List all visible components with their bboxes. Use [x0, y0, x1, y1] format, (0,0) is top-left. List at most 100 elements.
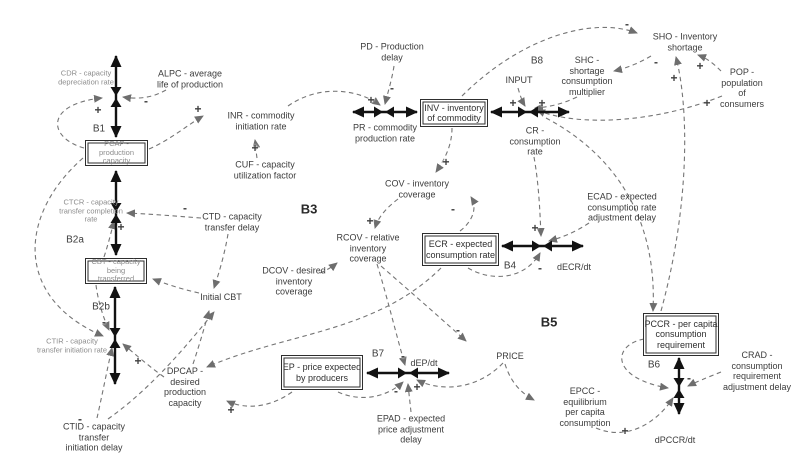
polarity-sign: +	[696, 59, 704, 73]
label-ctid-line: initiation delay	[65, 442, 123, 453]
polarity-sign: +	[94, 103, 102, 117]
label-decr[interactable]: dECR/dt	[557, 262, 591, 273]
label-cuf-line: utilization factor	[233, 170, 297, 180]
valve-cr-flow[interactable]	[518, 106, 538, 118]
label-epad-line: price adjustment	[377, 423, 445, 434]
valve-cdr-flow[interactable]	[110, 87, 122, 107]
link-inv-to-cov	[435, 127, 453, 173]
label-pd-line: PD - Production	[360, 41, 424, 52]
label-epad-line: delay	[400, 434, 422, 445]
link-pccr-to-sho	[660, 56, 686, 312]
loop-label-b3: B3	[300, 201, 318, 217]
label-crad-line: requirement	[732, 371, 782, 381]
polarity-sign: +	[251, 141, 259, 155]
stock-ep-label: EP - price expected	[282, 362, 362, 372]
valve-dpccr-flow[interactable]	[673, 378, 685, 398]
label-pop-line: consumers	[719, 98, 765, 109]
polarity-sign: -	[78, 412, 82, 426]
label-dpccr[interactable]: dPCCR/dt	[655, 435, 696, 446]
polarity-sign: -	[654, 55, 658, 69]
link-initcbt-to-cbt	[152, 278, 200, 294]
label-ctcr-line: CTCR - capacity	[63, 197, 119, 207]
stock-cbt-label: transferred	[97, 274, 135, 284]
loop-label-b2b: B2b	[92, 301, 110, 313]
label-price[interactable]: PRICE	[496, 351, 524, 362]
label-pop-line: population	[721, 77, 763, 88]
loop-label-b6: B6	[647, 359, 661, 371]
polarity-sign: -	[102, 315, 106, 329]
link-dpcap-to-ctir	[122, 343, 165, 378]
valve-decr-flow[interactable]	[532, 240, 552, 252]
polarity-sign: -	[456, 323, 460, 337]
polarity-sign: -	[390, 81, 394, 95]
label-epcc-line: consumption	[559, 417, 611, 428]
link-ecr-to-decr	[467, 252, 541, 277]
valve-pr-flow[interactable]	[374, 106, 394, 118]
link-cr-to-pccr	[545, 117, 658, 312]
label-input[interactable]: INPUT	[506, 75, 533, 86]
label-rcov-line: RCOV - relative	[336, 232, 400, 243]
label-cov-line: coverage	[398, 189, 436, 199]
link-pcap-to-inr	[148, 115, 204, 150]
link-epcc-to-dpccr	[595, 397, 674, 433]
valve-ctir-flow[interactable]	[109, 328, 121, 348]
label-cr-line: CR -	[525, 125, 545, 136]
link-rcov-to-price	[380, 265, 467, 342]
valve-dep-flow[interactable]	[398, 367, 418, 379]
label-pop-line: of	[738, 88, 746, 98]
label-dep-line: dEP/dt	[410, 357, 438, 368]
link-ctd-to-ctcr	[126, 209, 202, 219]
label-shc-line: multiplier	[568, 86, 605, 97]
label-ctid-line: CTID - capacity	[62, 421, 126, 432]
label-cr-line: consumption	[509, 135, 561, 146]
label-epad-line: EPAD - expected	[376, 413, 446, 424]
label-ctcr-line: transfer completion	[59, 205, 123, 215]
label-dpcap-line: capacity	[168, 397, 202, 408]
link-ecr-to-cov	[459, 196, 479, 232]
label-dpccr-line: dPCCR/dt	[654, 434, 696, 445]
label-initcbt[interactable]: Initial CBT	[200, 292, 242, 303]
polarity-sign: +	[227, 403, 235, 417]
loop-label-b5: B5	[540, 314, 558, 330]
label-inr-line: INR - commodity	[227, 110, 295, 121]
link-cov-to-rcov	[373, 198, 399, 229]
polarity-sign: +	[538, 96, 546, 110]
stock-ecr-label: consumption rate	[425, 249, 496, 260]
loop-label-b4: B4	[503, 260, 517, 272]
link-price-to-epcc	[504, 363, 535, 401]
label-dep[interactable]: dEP/dt	[410, 358, 437, 369]
valve-ctcr-flow[interactable]	[110, 203, 122, 223]
link-epad-to-dep	[404, 383, 413, 413]
stock-pccr-label: consumption	[655, 329, 707, 340]
label-pr-line: PR - commodity	[352, 122, 418, 133]
